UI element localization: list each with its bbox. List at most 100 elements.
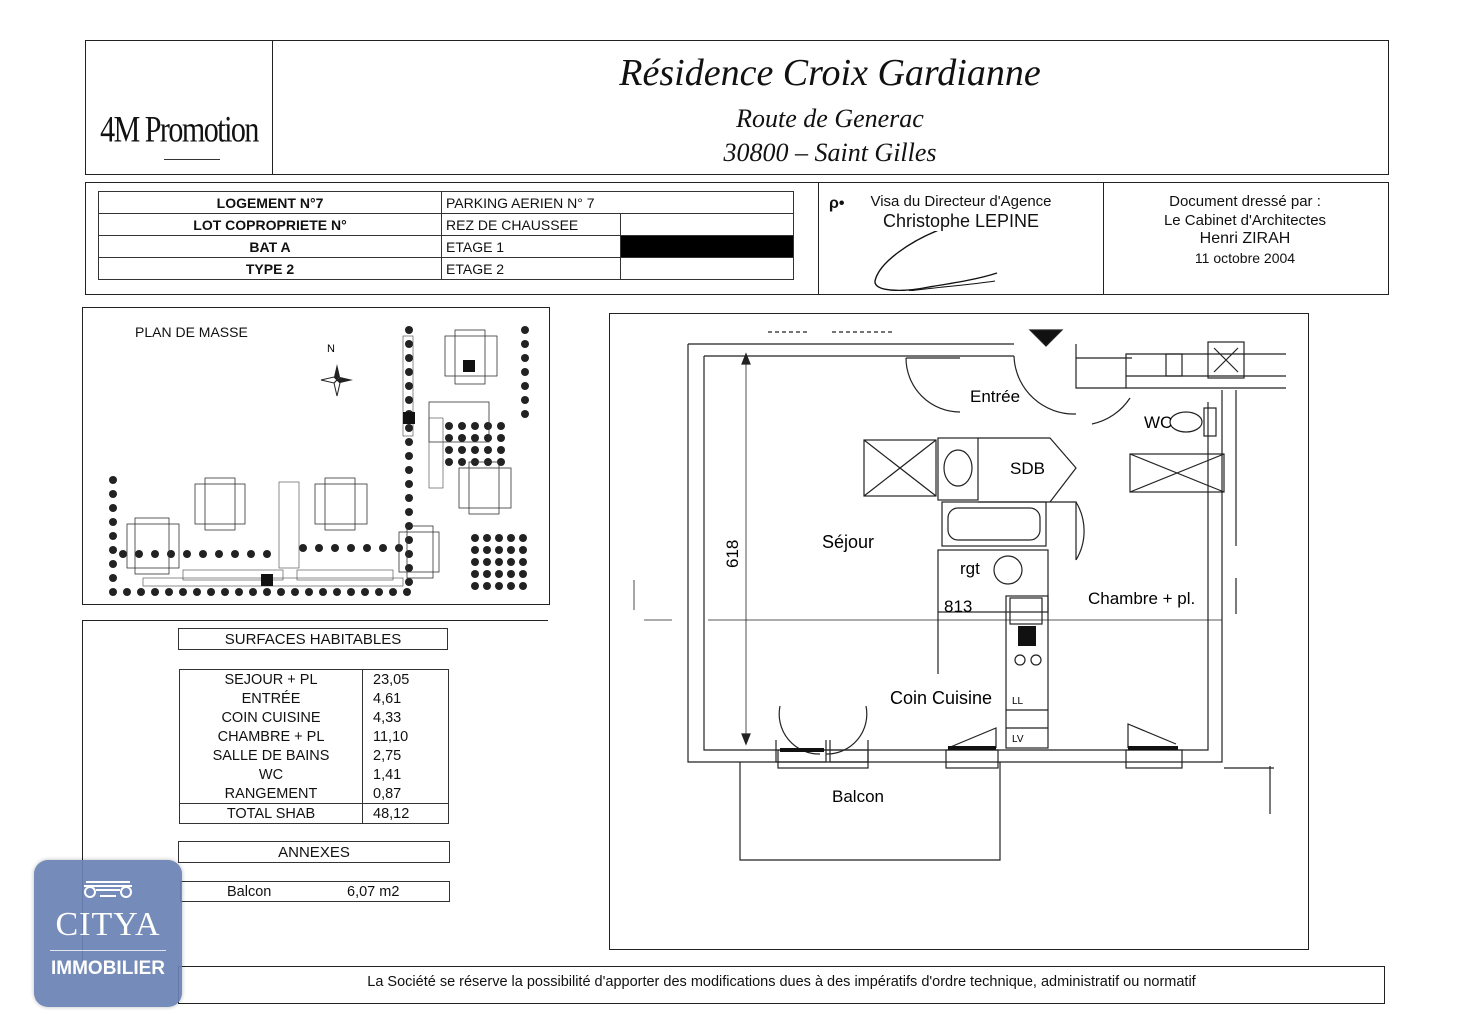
tree-icon [389, 588, 397, 596]
tree-icon [458, 446, 466, 454]
tree-icon [405, 424, 413, 432]
visa-label: Visa du Directeur d'Agence [870, 193, 1052, 210]
tree-icon [109, 560, 117, 568]
tree-icon [471, 570, 479, 578]
tree-icon [495, 558, 503, 566]
residence-title: Résidence Croix Gardianne [619, 52, 1041, 94]
tree-icon [484, 422, 492, 430]
tree-icon [193, 588, 201, 596]
tree-icon [471, 582, 479, 590]
tree-icon [137, 588, 145, 596]
dimension-813: 813 [944, 597, 972, 616]
tree-icon [405, 354, 413, 362]
site-plan-label: PLAN DE MASSE [135, 324, 248, 340]
info-block: LOGEMENT N°7 PARKING AERIEN N° 7 LOT COP… [85, 182, 1389, 295]
tree-icon [507, 546, 515, 554]
tree-icon [521, 396, 529, 404]
site-plan-drawing: N [109, 326, 529, 596]
tree-icon [445, 446, 453, 454]
tree-icon [483, 534, 491, 542]
surface-label: SEJOUR + PL [179, 669, 363, 689]
tree-icon [519, 582, 527, 590]
tree-icon [405, 326, 413, 334]
tree-icon [207, 588, 215, 596]
tree-icon [277, 588, 285, 596]
room-rgt: rgt [960, 559, 980, 578]
tree-icon [405, 340, 413, 348]
tree-icon [221, 588, 229, 596]
room-sdb: SDB [1010, 459, 1045, 478]
citya-sub: IMMOBILIER [51, 958, 165, 979]
tree-icon [109, 574, 117, 582]
tree-icon [405, 452, 413, 460]
tree-icon [183, 550, 191, 558]
table-row: TYPE 2 ETAGE 2 [98, 257, 794, 280]
tree-icon [521, 368, 529, 376]
tree-icon [151, 550, 159, 558]
tree-icon [247, 550, 255, 558]
tree-icon [379, 544, 387, 552]
tree-icon [521, 382, 529, 390]
document-author: Document dressé par : Le Cabinet d'Archi… [1102, 193, 1388, 267]
surface-value: 1,41 [373, 766, 402, 783]
tree-icon [119, 550, 127, 558]
tree-icon [521, 410, 529, 418]
table-row: BAT A ETAGE 1 [98, 235, 794, 258]
tree-icon [333, 588, 341, 596]
tree-icon [151, 588, 159, 596]
total-value: 48,12 [362, 803, 449, 824]
lot-key: TYPE 2 [98, 257, 442, 280]
tree-icon [458, 458, 466, 466]
surface-label: ENTRÉE [179, 689, 363, 708]
room-balcon: Balcon [832, 787, 884, 806]
citya-divider [50, 950, 166, 951]
lot-value: ETAGE 2 [441, 257, 621, 280]
lot-extra [620, 213, 794, 236]
tree-icon [521, 326, 529, 334]
lot-extra [620, 257, 794, 280]
tree-icon [405, 438, 413, 446]
surface-label: SALLE DE BAINS [179, 746, 363, 765]
tree-icon [521, 340, 529, 348]
lot-key: BAT A [98, 235, 442, 258]
tree-icon [347, 588, 355, 596]
lot-value: ETAGE 1 [441, 235, 621, 258]
tree-icon [521, 354, 529, 362]
surface-value: 4,33 [373, 709, 402, 726]
tree-icon [519, 570, 527, 578]
visa-cell: ρ• Visa du Directeur d'Agence Christophe… [818, 183, 1104, 294]
tree-icon [135, 550, 143, 558]
tree-icon [405, 396, 413, 404]
tree-icon [109, 532, 117, 540]
tree-icon [519, 534, 527, 542]
total-label: TOTAL SHAB [179, 803, 363, 824]
address-street: Route de Generac [736, 104, 924, 133]
tree-icon [483, 570, 491, 578]
tree-icon [445, 422, 453, 430]
floor-plan-drawing: Entrée WC SDB Séjour rgt 813 Chambre + p… [633, 329, 1286, 861]
doc-line: Le Cabinet d'Architectes [1163, 211, 1327, 229]
surface-label: RANGEMENT [179, 784, 363, 804]
tree-icon [347, 544, 355, 552]
tree-icon [471, 422, 479, 430]
tree-icon [507, 558, 515, 566]
tree-icon [363, 544, 371, 552]
tree-icon [299, 544, 307, 552]
surface-label: CHAMBRE + PL [179, 727, 363, 746]
tree-icon [483, 582, 491, 590]
tree-icon [507, 582, 515, 590]
tree-icon [445, 458, 453, 466]
tree-icon [484, 446, 492, 454]
table-row: LOGEMENT N°7 PARKING AERIEN N° 7 [98, 191, 794, 214]
tree-icon [497, 446, 505, 454]
tree-icon [405, 494, 413, 502]
header-block: 4M Promotion Résidence Croix Gardianne R… [85, 40, 1389, 175]
tree-icon [507, 570, 515, 578]
citya-name: CITYA [55, 906, 161, 943]
tree-icon [483, 558, 491, 566]
